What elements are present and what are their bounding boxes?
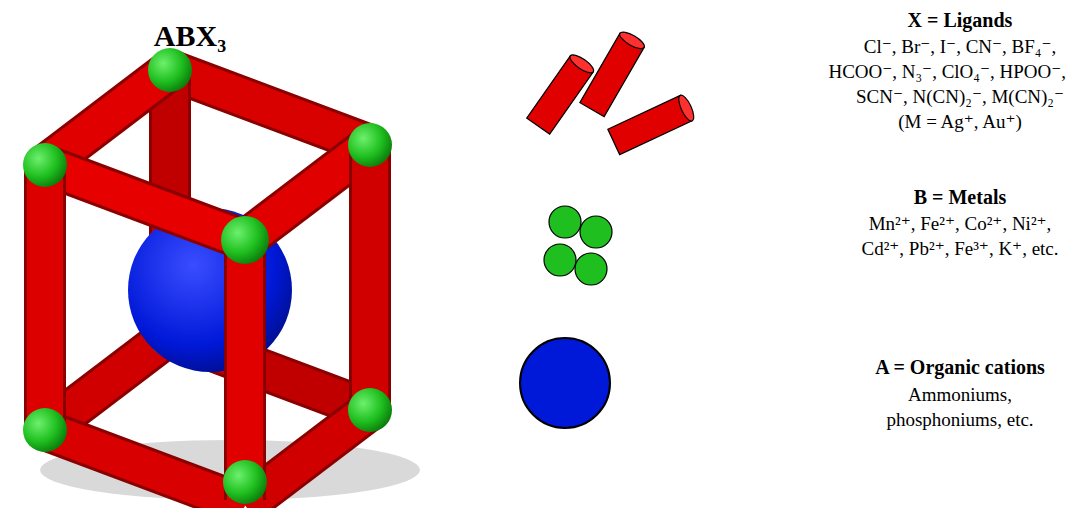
cation-icon (520, 338, 610, 428)
section-heading: A = Organic cations (875, 356, 1045, 379)
front-edges (45, 145, 370, 505)
ligand-list: (M = Ag⁺, Au⁺) (898, 111, 1022, 133)
ligand-icons (527, 29, 697, 155)
metal-list: Mn²⁺, Fe²⁺, Co²⁺, Ni²⁺, (869, 213, 1052, 235)
ligand-list: Cl⁻, Br⁻, I⁻, CN⁻, BF₄⁻, (864, 36, 1056, 58)
ligand-list: SCN⁻, N(CN)₂⁻, M(CN)₂⁻ (856, 86, 1064, 108)
diagram-title: ABX₃ (154, 19, 226, 54)
cation-list: phosphoniums, etc. (886, 409, 1033, 431)
back-edges (45, 70, 370, 430)
section-heading: B = Metals (914, 186, 1007, 209)
metal-list: Cd²⁺, Pb²⁺, Fe³⁺, K⁺, etc. (861, 238, 1058, 260)
cation-list: Ammoniums, (908, 384, 1012, 406)
ligand-list: HCOO⁻, N₃⁻, ClO₄⁻, HPOO⁻, (828, 61, 1066, 83)
metal-icons (544, 206, 612, 285)
section-heading: X = Ligands (908, 9, 1013, 32)
